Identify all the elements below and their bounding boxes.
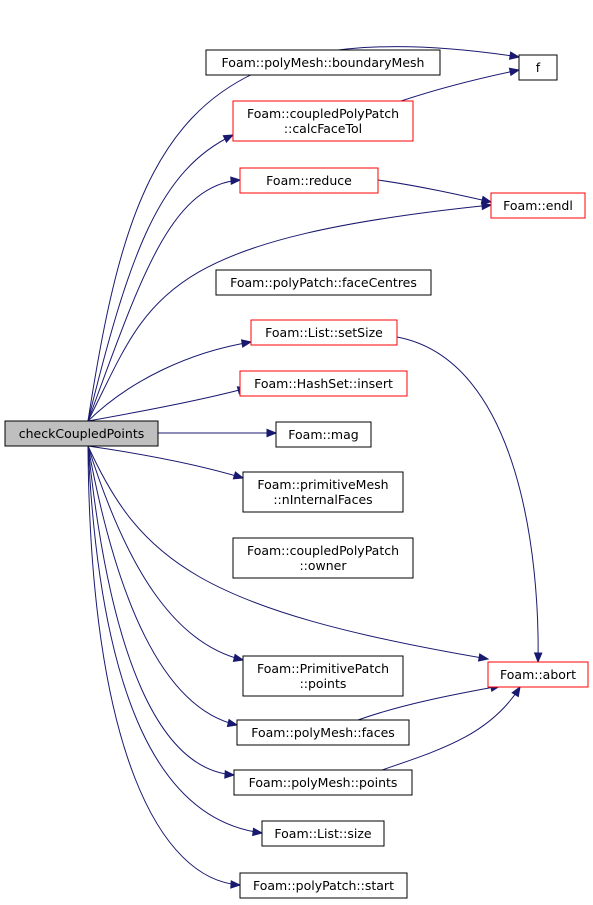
edge-root-to-nInternalFaces <box>87 445 244 479</box>
node-box-ppPoints <box>242 655 404 697</box>
node-label-faces-line-0: Foam::polyMesh::faces <box>251 725 395 740</box>
node-setSize[interactable]: Foam::List::setSize <box>250 319 398 346</box>
node-box-setSize <box>250 319 398 346</box>
node-box-owner <box>232 537 414 579</box>
node-label-reduce-line-0: Foam::reduce <box>266 173 352 188</box>
node-label-size-line-0: Foam::List::size <box>274 826 371 841</box>
node-box-endl <box>490 192 586 219</box>
arrowhead-root-to-start <box>230 880 242 889</box>
node-label-owner-line-0: Foam::coupledPolyPatch <box>247 543 399 558</box>
node-box-abort <box>487 661 589 688</box>
node-root[interactable]: checkCoupledPoints <box>4 420 159 447</box>
node-label-start-line-0: Foam::polyPatch::start <box>253 878 394 893</box>
edge-root-to-calcFaceTol <box>87 134 234 422</box>
node-box-pmPoints <box>233 769 413 796</box>
arrowhead-root-to-calcFaceTol <box>222 134 235 144</box>
edge-root-to-insert <box>87 387 248 422</box>
node-size[interactable]: Foam::List::size <box>261 820 385 847</box>
edge-root-to-abort <box>87 445 489 660</box>
arrowhead-root-to-size <box>252 827 264 837</box>
node-label-endl-line-0: Foam::endl <box>503 198 573 213</box>
edge-faces-to-abort <box>357 685 501 721</box>
node-label-calcFaceTol-line-1: ::calcFaceTol <box>284 121 362 136</box>
node-box-faceCentres <box>215 269 432 296</box>
node-label-insert-line-0: Foam::HashSet::insert <box>254 376 393 391</box>
arrowhead-root-to-reduce <box>230 176 242 186</box>
node-abort[interactable]: Foam::abort <box>487 661 589 688</box>
node-owner[interactable]: Foam::coupledPolyPatch::owner <box>232 537 414 579</box>
edge-reduce-to-endl <box>377 179 492 203</box>
arrowhead-root-to-f <box>508 51 521 60</box>
node-box-nInternalFaces <box>242 471 404 513</box>
node-mag[interactable]: Foam::mag <box>275 421 372 448</box>
node-label-mag-line-0: Foam::mag <box>288 427 358 442</box>
node-faces[interactable]: Foam::polyMesh::faces <box>236 719 410 746</box>
arrowhead-setSize-to-abort <box>533 652 543 664</box>
arrowhead-pmPoints-to-abort <box>511 685 521 698</box>
edge-calcFaceTol-to-f <box>400 69 520 102</box>
edge-root-to-ppPoints <box>87 445 244 661</box>
node-label-pmPoints-line-0: Foam::polyMesh::points <box>249 775 398 790</box>
edge-root-to-faces <box>87 445 238 726</box>
arrowhead-root-to-setSize <box>240 339 253 348</box>
edge-root-to-setSize <box>87 341 252 422</box>
node-box-root <box>4 420 159 447</box>
node-label-root-line-0: checkCoupledPoints <box>19 426 144 441</box>
edge-root-to-pmPoints <box>87 445 235 776</box>
arrowhead-root-to-abort <box>477 653 490 662</box>
edge-root-to-start <box>87 445 241 886</box>
node-box-mag <box>275 421 372 448</box>
node-label-f-line-0: f <box>536 60 541 75</box>
node-box-calcFaceTol <box>232 100 414 142</box>
node-nInternalFaces[interactable]: Foam::primitiveMesh::nInternalFaces <box>242 471 404 513</box>
node-box-faces <box>236 719 410 746</box>
arrowhead-calcFaceTol-to-f <box>508 67 521 77</box>
arrowhead-reduce-to-endl <box>480 195 493 205</box>
node-f[interactable]: f <box>518 54 558 81</box>
node-start[interactable]: Foam::polyPatch::start <box>239 872 408 899</box>
edge-root-to-reduce <box>87 179 241 422</box>
edges-layer <box>87 46 543 889</box>
arrowhead-root-to-pmPoints <box>224 770 236 779</box>
edge-root-to-f <box>87 46 520 422</box>
node-reduce[interactable]: Foam::reduce <box>239 167 379 194</box>
node-boundaryMesh[interactable]: Foam::polyMesh::boundaryMesh <box>205 49 441 76</box>
node-ppPoints[interactable]: Foam::PrimitivePatch::points <box>242 655 404 697</box>
node-label-abort-line-0: Foam::abort <box>500 667 576 682</box>
node-endl[interactable]: Foam::endl <box>490 192 586 219</box>
arrowhead-root-to-faces <box>226 718 239 728</box>
node-label-setSize-line-0: Foam::List::setSize <box>265 325 383 340</box>
node-box-boundaryMesh <box>205 49 441 76</box>
node-label-calcFaceTol-line-0: Foam::coupledPolyPatch <box>247 106 399 121</box>
node-label-boundaryMesh-line-0: Foam::polyMesh::boundaryMesh <box>222 55 425 70</box>
edge-setSize-to-abort <box>396 336 539 663</box>
nodes-layer: checkCoupledPoints f Foam::polyMesh::bound… <box>4 49 589 899</box>
node-label-owner-line-1: ::owner <box>299 558 347 573</box>
node-box-size <box>261 820 385 847</box>
node-box-insert <box>239 370 408 397</box>
node-box-reduce <box>239 167 379 194</box>
arrowhead-root-to-nInternalFaces <box>232 471 245 480</box>
edge-pmPoints-to-abort <box>381 686 521 771</box>
arrowhead-root-to-mag <box>266 428 278 438</box>
node-box-start <box>239 872 408 899</box>
node-label-ppPoints-line-0: Foam::PrimitivePatch <box>257 661 389 676</box>
arrowhead-root-to-ppPoints <box>232 653 245 663</box>
node-label-nInternalFaces-line-0: Foam::primitiveMesh <box>257 477 388 492</box>
node-label-faceCentres-line-0: Foam::polyPatch::faceCentres <box>230 275 417 290</box>
node-pmPoints[interactable]: Foam::polyMesh::points <box>233 769 413 796</box>
node-label-nInternalFaces-line-1: ::nInternalFaces <box>273 492 372 507</box>
node-insert[interactable]: Foam::HashSet::insert <box>239 370 408 397</box>
edge-root-to-size <box>87 445 263 834</box>
node-faceCentres[interactable]: Foam::polyPatch::faceCentres <box>215 269 432 296</box>
node-calcFaceTol[interactable]: Foam::coupledPolyPatch::calcFaceTol <box>232 100 414 142</box>
arrowhead-root-to-endl <box>481 201 493 211</box>
node-box-f <box>518 54 558 81</box>
edge-root-to-endl <box>87 204 492 422</box>
node-label-ppPoints-line-1: ::points <box>300 676 347 691</box>
